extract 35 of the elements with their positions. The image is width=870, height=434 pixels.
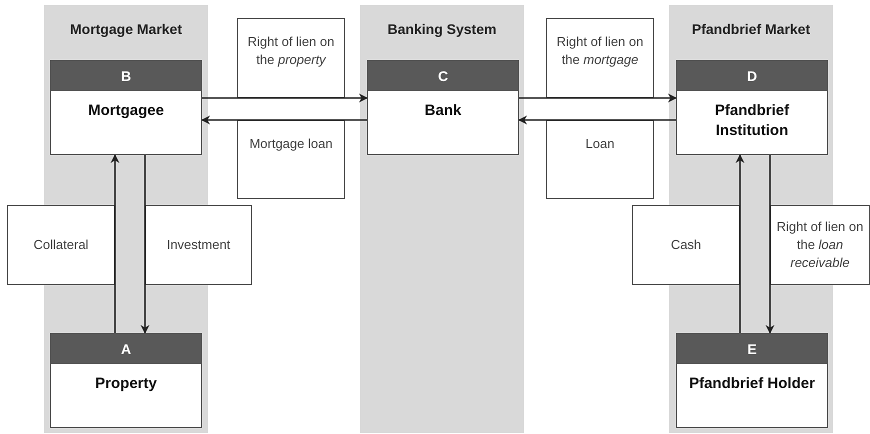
arrow [736,154,744,333]
arrow [766,155,774,334]
arrow [201,116,367,124]
edge-label: Collateral [7,205,115,285]
arrow [110,154,120,333]
entity-name: Bank [424,101,462,121]
letter-header: A [51,334,201,364]
arrow [202,94,368,102]
letter-header: B [51,61,201,91]
arrow [518,116,676,124]
edge-label: Loan [546,120,654,199]
edge-label: Mortgage loan [237,120,345,199]
edge-label: Right of lien on the property [237,18,345,98]
entity-box [676,333,828,428]
letter-header: E [677,334,827,364]
entity-box [367,60,519,155]
entity-box [50,333,202,428]
column-heading: Pfandbrief Market [690,21,812,37]
letter-header: D [677,61,827,91]
entity-name: Pfandbrief Institution [714,101,790,142]
arrow [519,94,677,102]
entity-box [50,60,202,155]
edge-label: Right of lien on the loan receivable [770,205,870,285]
edge-label: Investment [145,205,252,285]
edge-label: Right of lien on the mortgage [546,18,654,98]
entity-name: Mortgagee [87,101,165,121]
edge-label: Cash [632,205,740,285]
entity-box [676,60,828,155]
column-heading: Banking System [386,21,498,37]
entity-name: Pfandbrief Holder [688,374,816,394]
market-band [360,5,524,433]
arrow [140,155,150,334]
entity-name: Property [94,374,158,394]
letter-header: C [368,61,518,91]
column-heading: Mortgage Market [68,21,184,37]
